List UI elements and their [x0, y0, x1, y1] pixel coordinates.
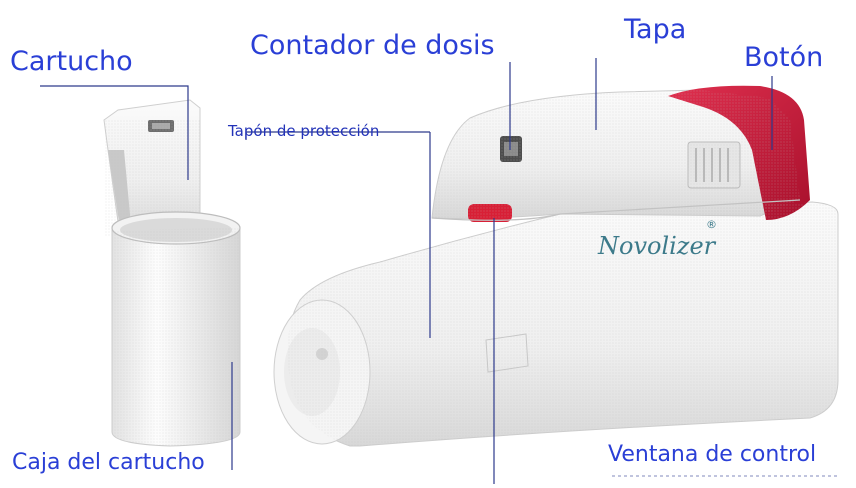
- brand-registered-mark: ®: [706, 218, 717, 231]
- brand-logo: Novolizer: [597, 232, 717, 260]
- inhaler-body: Novolizer ®: [273, 85, 839, 447]
- label-ventana-de-control: Ventana de control: [608, 442, 817, 467]
- leader-tapon-left: [245, 131, 430, 140]
- cartridge-case: [111, 211, 241, 447]
- leader-cartucho: [40, 85, 189, 180]
- label-contador-de-dosis: Contador de dosis: [250, 30, 495, 61]
- label-caja-del-cartucho: Caja del cartucho: [12, 450, 205, 475]
- leader-lines: [40, 58, 840, 484]
- label-tapon-de-proteccion: Tapón de protección: [228, 122, 380, 140]
- label-boton: Botón: [744, 42, 824, 73]
- label-tapa: Tapa: [624, 14, 687, 45]
- label-cartucho: Cartucho: [10, 46, 133, 77]
